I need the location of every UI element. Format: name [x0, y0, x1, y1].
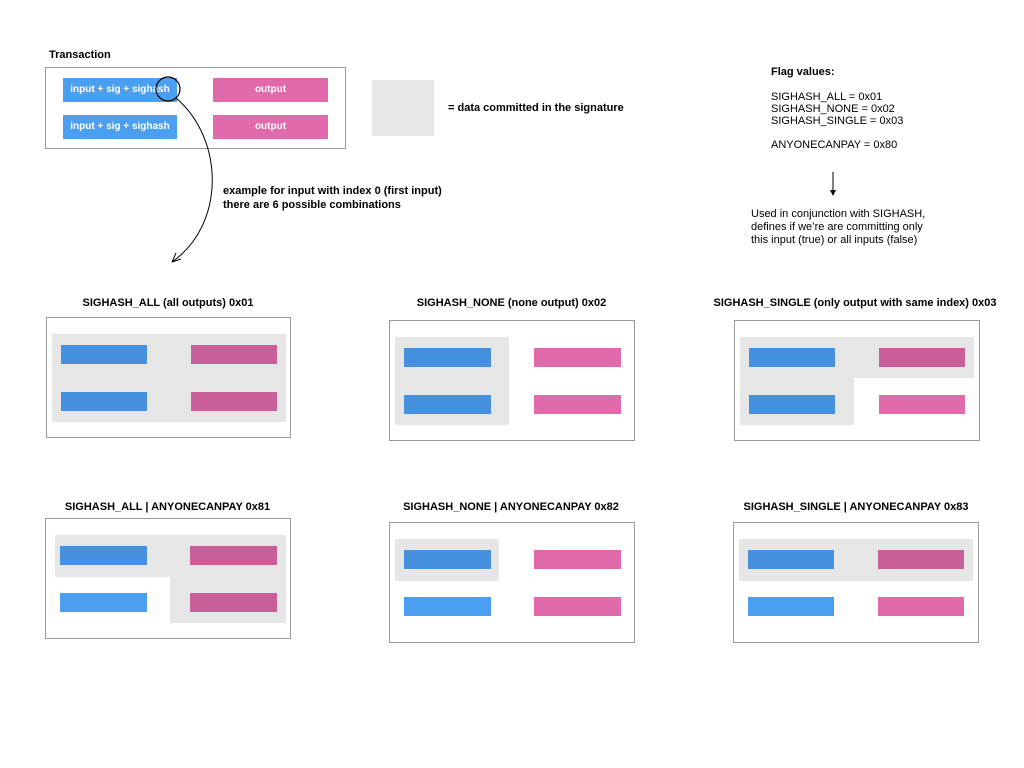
output-bar [534, 395, 621, 414]
down-arrow-icon [830, 172, 836, 196]
input-bar [749, 395, 835, 414]
input-bar [60, 593, 147, 612]
example-arrow [155, 76, 213, 263]
panel-title-single-anyonecanpay: SIGHASH_SINGLE | ANYONECANPAY 0x83 [743, 501, 969, 513]
transaction-output-1: output [213, 78, 328, 102]
flag-single: SIGHASH_SINGLE = 0x03 [771, 115, 904, 127]
output-bar [879, 348, 965, 367]
input-bar [404, 348, 491, 367]
transaction-title: Transaction [49, 49, 111, 61]
input-bar [61, 345, 147, 364]
output-bar [191, 345, 277, 364]
anyonecanpay-note-line-3: this input (true) or all inputs (false) [751, 234, 918, 246]
panel-sighash-all-anyonecanpay [45, 518, 291, 639]
output-bar [534, 348, 621, 367]
input-bar [404, 597, 491, 616]
input-bar [749, 348, 835, 367]
transaction-input-2: input + sig + sighash [63, 115, 177, 139]
output-bar [534, 597, 621, 616]
panel-sighash-none [389, 320, 635, 441]
transaction-box: input + sig + sighash output input + sig… [45, 67, 346, 149]
output-bar [878, 550, 964, 569]
input-bar [404, 395, 491, 414]
output-bar [191, 392, 277, 411]
panel-sighash-single [734, 320, 980, 441]
output-bar [190, 546, 277, 565]
committed-legend-text: = data committed in the signature [448, 102, 624, 114]
anyonecanpay-note-line-1: Used in conjunction with SIGHASH, [751, 208, 926, 220]
panel-title-all: SIGHASH_ALL (all outputs) 0x01 [82, 297, 254, 309]
input-bar [748, 550, 834, 569]
flag-none: SIGHASH_NONE = 0x02 [771, 103, 895, 115]
output-bar [534, 550, 621, 569]
anyonecanpay-note-line-2: defines if we’re are committing only [751, 221, 923, 233]
example-note-line-1: example for input with index 0 (first in… [223, 185, 442, 197]
input-bar [61, 392, 147, 411]
panel-title-none: SIGHASH_NONE (none output) 0x02 [416, 297, 607, 309]
flag-anyonecanpay: ANYONECANPAY = 0x80 [771, 139, 898, 151]
transaction-output-2: output [213, 115, 328, 139]
panel-sighash-all [46, 317, 291, 438]
panel-sighash-none-anyonecanpay [389, 522, 635, 643]
input-bar [60, 546, 147, 565]
output-bar [878, 597, 964, 616]
output-bar [190, 593, 277, 612]
anyonecanpay-note: Used in conjunction with SIGHASH, define… [751, 208, 925, 247]
flags-title: Flag values: [771, 66, 835, 78]
panel-sighash-single-anyonecanpay [733, 522, 979, 643]
example-note-line-2: there are 6 possible combinations [223, 199, 401, 211]
output-bar [879, 395, 965, 414]
panel-title-all-anyonecanpay: SIGHASH_ALL | ANYONECANPAY 0x81 [64, 501, 271, 513]
panel-title-single: SIGHASH_SINGLE (only output with same in… [713, 297, 997, 309]
flag-all: SIGHASH_ALL = 0x01 [771, 91, 883, 103]
input-bar [748, 597, 834, 616]
committed-legend-swatch [372, 80, 434, 136]
panel-title-none-anyonecanpay: SIGHASH_NONE | ANYONECANPAY 0x82 [403, 501, 619, 513]
example-note: example for input with index 0 (first in… [223, 184, 442, 212]
input-bar [404, 550, 491, 569]
